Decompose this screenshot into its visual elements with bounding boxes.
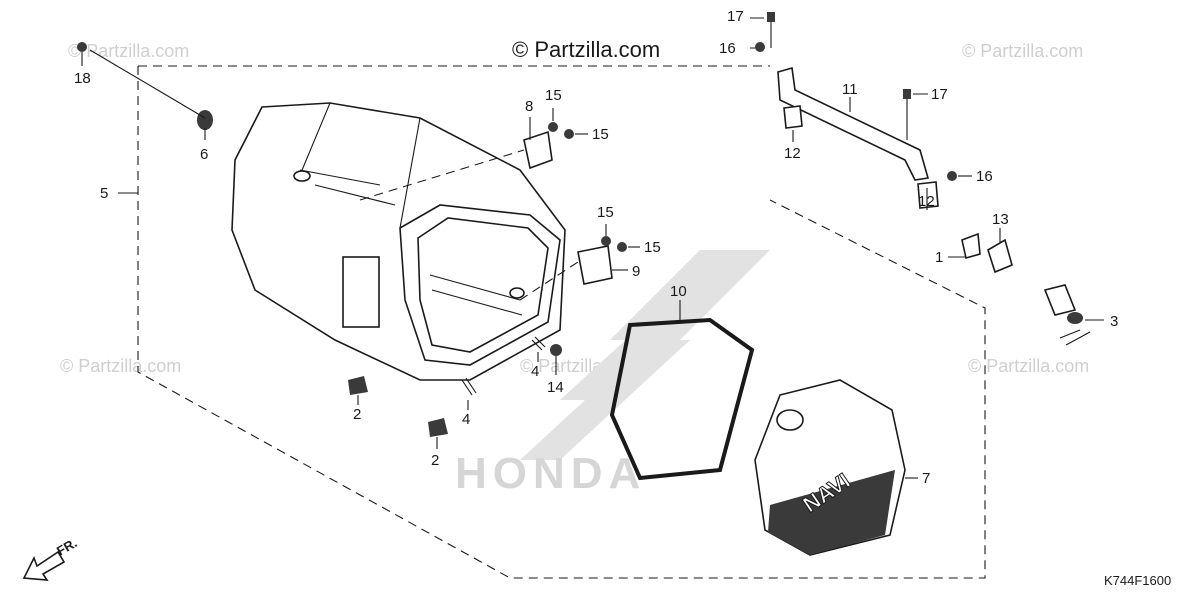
callout-12-b: 12 [918,193,935,210]
callout-17-a: 17 [727,8,744,25]
callout-12-a: 12 [784,145,801,162]
callout-3: 3 [1110,313,1118,330]
rubber-part-12-a [783,105,803,142]
callout-15-d: 15 [644,239,661,256]
callout-15-b: 15 [592,126,609,143]
seal-part-10 [609,300,755,481]
callout-4-a: 4 [462,411,470,428]
callout-9: 9 [632,263,640,280]
bracket-part-9 [519,245,628,301]
front-arrow-icon [22,550,66,581]
luggage-box [231,102,566,381]
bolt-part-17-b [903,89,928,140]
clip-part-1 [948,232,981,260]
assembly-boundary [137,65,986,579]
watermark-top-right: © Partzilla.com [962,41,1083,61]
watermark-mid-left: © Partzilla.com [60,356,181,376]
watermark-top-left: © Partzilla.com [68,41,189,61]
callout-5: 5 [100,185,108,202]
callout-15-c: 15 [597,204,614,221]
cover-part-7: NAVI [754,379,918,556]
callout-17-b: 17 [931,86,948,103]
stay-part-11 [777,66,930,181]
callout-18: 18 [74,70,91,87]
clip-part-4-a [461,377,477,410]
rubber-part-2-a [348,376,368,405]
callout-2-b: 2 [431,452,439,469]
callout-7: 7 [922,470,930,487]
callout-6: 6 [200,146,208,163]
watermark-main: © Partzilla.com [512,37,660,62]
nut-part-15-c [601,224,611,246]
callout-13: 13 [992,211,1009,228]
callout-8: 8 [525,98,533,115]
clip-part-4-b [531,336,546,362]
watermark-mid-right: © Partzilla.com [968,356,1089,376]
callout-10: 10 [670,283,687,300]
bracket-part-8 [359,117,553,201]
bolt-part-17-a [767,12,775,48]
plate-part-13 [987,228,1013,274]
callout-2-a: 2 [353,406,361,423]
nut-part-15-d [617,242,640,252]
rubber-part-12-b [917,181,939,210]
callout-14: 14 [547,379,564,396]
honda-logo-text: HONDA [455,449,646,498]
callout-16-a: 16 [719,40,736,57]
honda-logo-watermark: HONDA [455,250,770,498]
callout-1: 1 [935,249,943,266]
lock-part-3 [1043,284,1104,346]
callout-16-b: 16 [976,168,993,185]
diagram-code: K744F1600 [1104,573,1171,588]
nut-part-16-b [947,171,972,181]
nut-part-15-a [548,108,558,132]
bolt-part-18 [77,42,206,119]
callout-15-a: 15 [545,87,562,104]
callout-11: 11 [842,81,858,98]
rubber-part-2-b [428,418,448,449]
front-direction-indicator: FR. [22,535,80,581]
nut-part-14 [550,344,562,375]
callout-4-b: 4 [531,363,539,380]
nut-part-16-a [755,42,765,52]
nut-part-15-b [564,129,588,139]
